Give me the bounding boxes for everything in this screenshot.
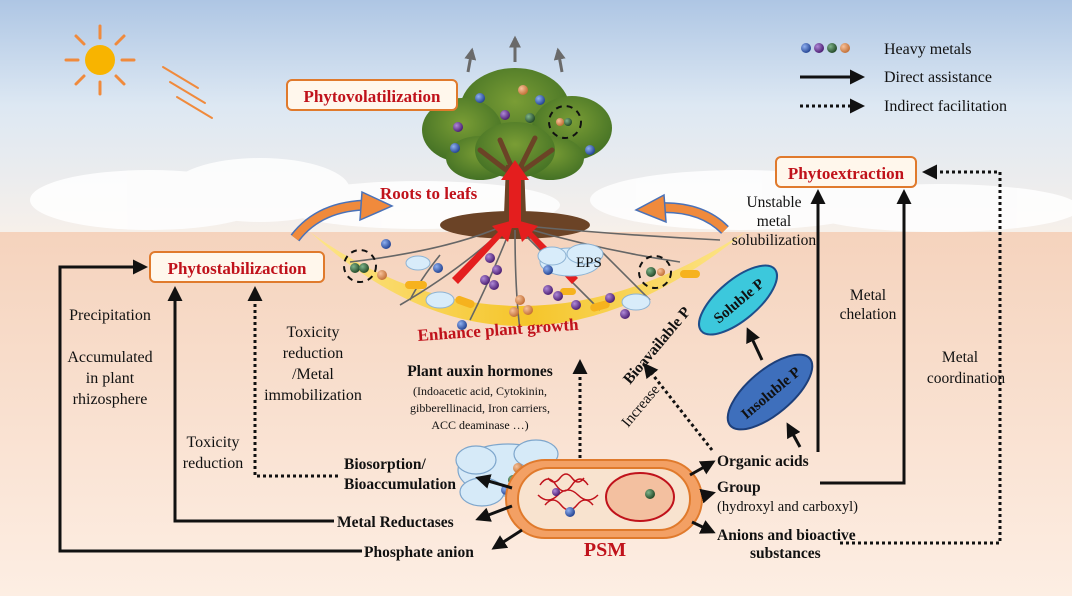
- legend-direct: Direct assistance: [884, 69, 992, 86]
- legend-heavy-metals: Heavy metals: [884, 41, 972, 58]
- precipitation-label: Precipitation: [69, 307, 151, 324]
- sun-rays-icon: [162, 66, 213, 119]
- rhizosphere-particles: [343, 239, 700, 330]
- phytoextraction-label: Phytoextraction: [788, 164, 905, 183]
- auxin-line-2: gibberellinacid, Iron carriers,: [410, 401, 550, 415]
- legend: Heavy metals Direct assistance Indirect …: [800, 41, 1007, 115]
- biosorption-line-1: Biosorption/: [344, 456, 427, 473]
- metal-coordination-1: Metal: [942, 349, 978, 366]
- eps-label: EPS: [576, 255, 602, 271]
- roots-to-leafs-label: Roots to leafs: [380, 184, 478, 203]
- anions-line-2: substances: [750, 545, 821, 562]
- metal-chelation-1: Metal: [850, 287, 886, 304]
- curved-orange-arrow-left: [290, 190, 394, 242]
- biosorption-line-2: Bioaccumulation: [344, 476, 456, 493]
- enhance-growth-arc: [310, 232, 745, 326]
- unstable-line-1: Unstable: [746, 194, 801, 211]
- auxin-title: Plant auxin hormones: [407, 363, 553, 380]
- accumulated-line-2: in plant: [86, 370, 135, 387]
- tox-red-line-2: reduction: [183, 455, 243, 472]
- unstable-line-3: solubilization: [732, 232, 817, 249]
- phytoextraction-box: Phytoextraction: [775, 156, 917, 188]
- phytovolatilization-label: Phytovolatilization: [304, 87, 441, 106]
- psm-label: PSM: [584, 539, 626, 561]
- phosphate-anion-label: Phosphate anion: [364, 544, 474, 561]
- auxin-line-1: (Indoacetic acid, Cytokinin,: [413, 384, 547, 398]
- direct-arrows: [58, 189, 912, 553]
- phytostabilization-label: Phytostabilizaction: [168, 259, 307, 278]
- legend-indirect: Indirect facilitation: [884, 98, 1007, 115]
- unstable-line-2: metal: [757, 213, 791, 230]
- sky-clouds: [30, 158, 1072, 232]
- anions-line-1: Anions and bioactive: [717, 527, 856, 544]
- metal-reductases-label: Metal Reductases: [337, 514, 454, 531]
- psm-bacterium: [505, 459, 703, 539]
- tox-immob-line-1: Toxicity: [286, 324, 339, 341]
- group-sub-label: (hydroxyl and carboxyl): [717, 499, 858, 515]
- curved-orange-arrow-right: [634, 193, 729, 235]
- organic-acids-label: Organic acids: [717, 453, 809, 470]
- tox-immob-line-4: immobilization: [264, 387, 362, 404]
- volatilization-arrows: [464, 35, 566, 73]
- eps-clouds: [405, 243, 651, 311]
- phytovolatilization-box: Phytovolatilization: [286, 79, 458, 111]
- tox-red-line-1: Toxicity: [186, 434, 239, 451]
- phytostabilization-box: Phytostabilizaction: [149, 251, 325, 283]
- canopy-metals: [450, 85, 595, 155]
- sun-icon: [64, 24, 136, 96]
- accumulated-line-1: Accumulated: [67, 349, 152, 366]
- metal-coordination-2: coordination: [927, 370, 1006, 387]
- indirect-arrows: [247, 164, 1002, 545]
- tox-immob-line-3: /Metal: [292, 366, 334, 383]
- auxin-line-3: ACC deaminase …): [431, 418, 528, 432]
- tox-immob-line-2: reduction: [283, 345, 343, 362]
- group-label: Group: [717, 479, 761, 496]
- metal-chelation-2: chelation: [840, 306, 897, 323]
- accumulated-line-3: rhizosphere: [73, 391, 148, 408]
